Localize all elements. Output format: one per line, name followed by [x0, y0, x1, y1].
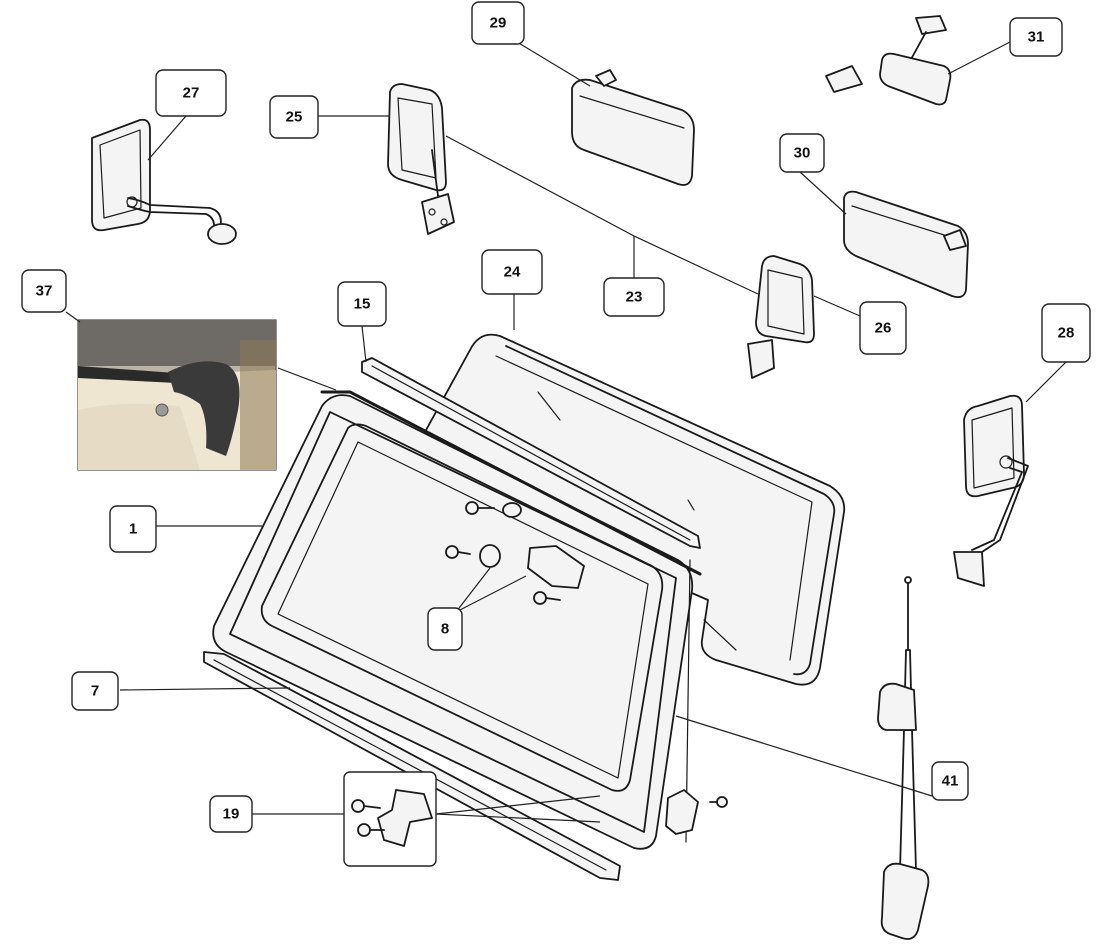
sun-visor-29 — [571, 69, 695, 186]
callout-27: 27 — [155, 69, 227, 117]
mirror-27 — [91, 118, 237, 245]
callout-29: 29 — [471, 1, 525, 45]
svg-text:15: 15 — [354, 296, 371, 313]
antenna-41 — [877, 576, 930, 940]
seal-strip-15 — [361, 357, 701, 549]
callout-19: 19 — [209, 795, 253, 833]
mirror-26 — [747, 255, 815, 379]
svg-text:24: 24 — [504, 264, 521, 281]
callout-15: 15 — [337, 281, 387, 327]
callout-41: 41 — [931, 761, 969, 801]
callout-7: 7 — [71, 671, 119, 711]
svg-text:27: 27 — [183, 85, 200, 102]
seal-detail-photo-37 — [77, 319, 277, 471]
svg-text:30: 30 — [794, 145, 811, 162]
svg-text:29: 29 — [490, 15, 507, 32]
callout-31: 31 — [1009, 17, 1063, 57]
mirror-28 — [953, 394, 1029, 587]
corner-bracket — [665, 789, 728, 835]
bottom-strip-7 — [203, 651, 621, 881]
leader-lines — [65, 41, 1067, 823]
hinge-detail-19 — [343, 771, 437, 867]
svg-text:1: 1 — [129, 521, 137, 538]
svg-text:37: 37 — [36, 283, 53, 300]
svg-text:28: 28 — [1058, 325, 1075, 342]
mirror-25 — [387, 83, 455, 235]
callout-30: 30 — [779, 133, 825, 173]
svg-text:7: 7 — [91, 683, 99, 700]
hinge-bracket-8 — [445, 501, 585, 605]
svg-text:26: 26 — [875, 320, 892, 337]
svg-text:25: 25 — [286, 109, 303, 126]
svg-text:41: 41 — [942, 773, 959, 790]
callout-23: 23 — [603, 277, 665, 317]
svg-text:23: 23 — [626, 289, 643, 306]
interior-mirror-31 — [825, 15, 952, 106]
callout-28: 28 — [1041, 303, 1091, 363]
svg-text:31: 31 — [1028, 29, 1045, 46]
svg-text:19: 19 — [223, 806, 240, 823]
callout-37: 37 — [21, 269, 67, 313]
callout-25: 25 — [269, 95, 319, 139]
callout-8: 8 — [427, 607, 463, 651]
callout-1: 1 — [109, 505, 157, 553]
callout-24: 24 — [481, 249, 543, 295]
sun-visor-30 — [843, 190, 969, 299]
callout-26: 26 — [859, 301, 907, 355]
svg-text:8: 8 — [441, 621, 449, 638]
